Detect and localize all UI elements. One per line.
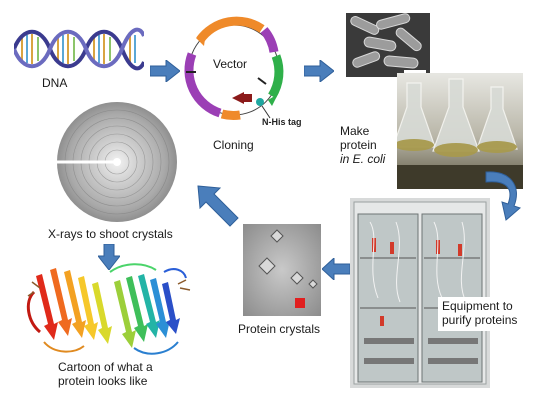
vector-label: Vector bbox=[213, 57, 248, 71]
xray-diffraction-image bbox=[54, 100, 180, 224]
vector-plasmid-illustration bbox=[172, 14, 302, 126]
equipment-label: Equipment to purify proteins bbox=[442, 299, 518, 327]
equipment-label-bg bbox=[438, 297, 526, 331]
arrow-equipment-to-crystals bbox=[322, 258, 350, 280]
flasks-photo bbox=[397, 73, 523, 189]
dna-label: DNA bbox=[42, 76, 68, 90]
his-tag-label: N-His tag bbox=[262, 117, 302, 127]
ecoli-micrograph bbox=[346, 13, 430, 77]
protein-cartoon-illustration bbox=[14, 262, 192, 358]
purification-equipment-photo bbox=[350, 198, 490, 388]
xray-label: X-rays to shoot crystals bbox=[48, 227, 173, 241]
cloning-label: Cloning bbox=[213, 138, 254, 152]
arrow-dna-to-vector bbox=[150, 60, 180, 82]
protein-crystals-image bbox=[243, 224, 321, 316]
cartoon-label: Cartoon of what a protein looks like bbox=[58, 360, 153, 388]
arrow-crystals-to-xray bbox=[197, 185, 239, 227]
arrow-ecoli-to-equipment bbox=[485, 171, 521, 221]
dna-helix-illustration bbox=[14, 24, 144, 74]
protein-crystals-label: Protein crystals bbox=[238, 322, 321, 336]
make-protein-label: Make protein in E. coli bbox=[340, 124, 386, 166]
arrow-vector-to-ecoli bbox=[304, 60, 334, 82]
arrow-xray-to-cartoon bbox=[98, 244, 120, 270]
